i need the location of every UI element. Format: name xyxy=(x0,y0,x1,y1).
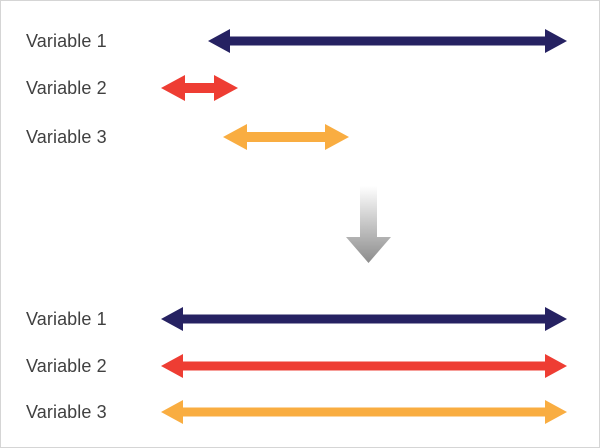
arrow-shape xyxy=(208,29,567,53)
transition-down-arrow xyxy=(346,186,391,263)
range-arrow-after-2 xyxy=(161,354,567,378)
variable-label-before-2: Variable 2 xyxy=(26,78,107,98)
range-arrow-after-1 xyxy=(161,307,567,331)
variable-label-after-2: Variable 2 xyxy=(26,356,107,376)
range-arrow-before-1 xyxy=(208,29,567,53)
variable-label-before-1: Variable 1 xyxy=(26,31,107,51)
variable-label-before-3: Variable 3 xyxy=(26,127,107,147)
range-arrow-before-2 xyxy=(161,75,238,101)
range-arrow-before-3 xyxy=(223,124,349,150)
arrow-shape xyxy=(161,354,567,378)
down-arrow-shape xyxy=(346,186,391,263)
arrow-shape xyxy=(223,124,349,150)
arrow-shape xyxy=(161,307,567,331)
arrow-shape xyxy=(161,400,567,424)
range-arrow-after-3 xyxy=(161,400,567,424)
variable-label-after-3: Variable 3 xyxy=(26,402,107,422)
arrow-shape xyxy=(161,75,238,101)
variable-label-after-1: Variable 1 xyxy=(26,309,107,329)
